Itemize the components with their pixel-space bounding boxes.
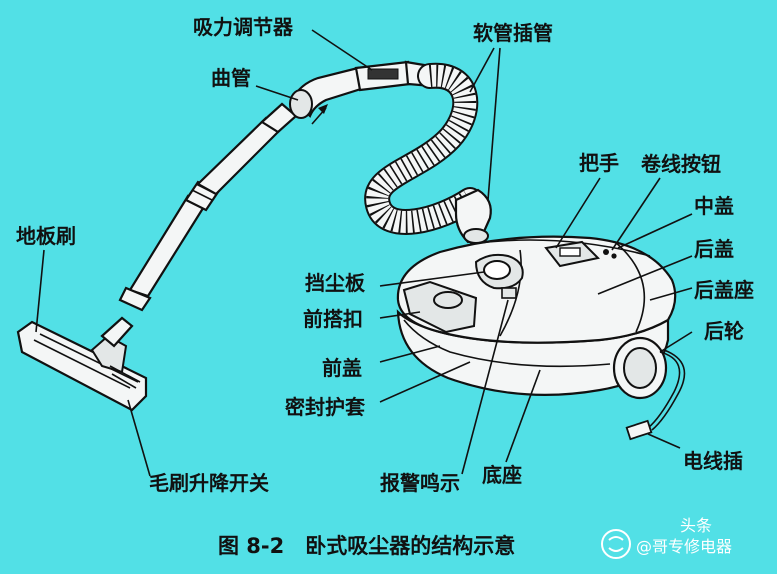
watermark-logo-icon (601, 529, 631, 559)
leader-lines (35, 29, 693, 477)
label-rear-cover-seat: 后盖座 (694, 278, 754, 302)
figure-caption: 图 8-2 卧式吸尘器的结构示意 (218, 534, 515, 558)
label-hose-tube: 软管插管 (473, 21, 553, 45)
label-rear-cover: 后盖 (694, 237, 734, 261)
label-base: 底座 (482, 463, 522, 487)
watermark-text: @哥专修电器 (636, 537, 732, 556)
hose-part (364, 62, 492, 244)
label-seal-sleeve: 密封护套 (285, 395, 365, 419)
label-cord-button: 卷线按钮 (641, 152, 721, 176)
main-body-part (396, 235, 677, 400)
watermark: 头条 @哥专修电器 (601, 516, 732, 559)
label-middle-cover: 中盖 (694, 194, 734, 218)
bend-pipe-part (289, 66, 366, 125)
label-floor-brush: 地板刷 (16, 224, 76, 248)
label-front-latch: 前搭扣 (303, 307, 363, 331)
label-handle: 把手 (579, 151, 619, 175)
power-cord-part (625, 349, 686, 441)
label-bend-pipe: 曲管 (211, 66, 251, 90)
extension-tube-part (118, 102, 298, 312)
label-brush-switch: 毛刷升降开关 (149, 471, 269, 495)
label-suction-regulator: 吸力调节器 (193, 15, 294, 39)
label-rear-wheel: 后轮 (704, 319, 744, 343)
label-dust-plate: 挡尘板 (305, 271, 366, 295)
watermark-brand: 头条 (680, 516, 712, 535)
label-power-plug: 电线插 (683, 449, 743, 473)
label-alarm: 报警鸣示 (380, 471, 460, 495)
label-front-cover: 前盖 (322, 356, 362, 380)
floor-brush-part (16, 316, 148, 412)
